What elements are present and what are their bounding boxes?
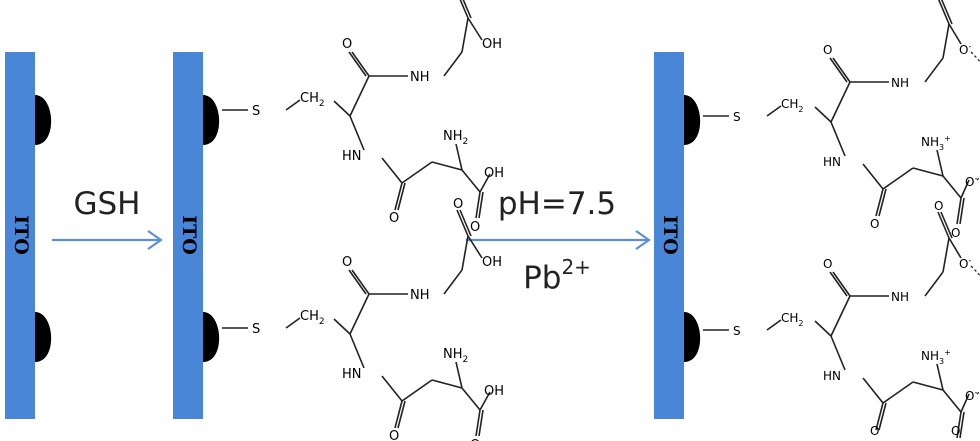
- pb-complex-bottom: S CH2 O NH O O- Pb2+ HN O NH3+ O O-: [702, 199, 980, 439]
- svg-text:O-: O-: [959, 256, 971, 271]
- svg-text:O-: O-: [965, 388, 977, 403]
- svg-text:O: O: [389, 211, 399, 226]
- pb-complex-top: S CH2 O NH O O- Pb2+ HN O NH3+ O O-: [702, 0, 980, 240]
- svg-text:CH2: CH2: [781, 97, 804, 114]
- ito-electrode-3: [654, 52, 684, 419]
- svg-text:O: O: [870, 217, 879, 231]
- svg-text:NH3+: NH3+: [921, 134, 951, 152]
- svg-text:OH: OH: [482, 255, 502, 270]
- nanoparticle-bead: [35, 312, 52, 362]
- ito-electrode-2: [173, 52, 203, 419]
- svg-text:S: S: [733, 324, 741, 338]
- svg-text:O: O: [453, 197, 463, 212]
- arrow-gsh: [52, 230, 163, 250]
- nanoparticle-bead: [203, 95, 220, 145]
- svg-text:O: O: [470, 438, 480, 441]
- nanoparticle-bead: [684, 95, 701, 145]
- svg-text:NH: NH: [891, 76, 909, 90]
- svg-text:NH: NH: [410, 288, 430, 303]
- svg-text:O: O: [951, 226, 960, 240]
- lead-ion-label: Pb2+: [523, 255, 591, 296]
- svg-text:HN: HN: [823, 155, 841, 169]
- svg-text:HN: HN: [342, 149, 362, 164]
- svg-text:O-: O-: [965, 174, 977, 189]
- svg-text:CH2: CH2: [781, 311, 804, 328]
- nanoparticle-bead: [684, 312, 701, 362]
- svg-text:NH2: NH2: [443, 129, 468, 147]
- nanoparticle-bead: [35, 95, 52, 145]
- gsh-molecule-top: S CH2 O NH O OH HN O NH2 O OH: [221, 0, 504, 235]
- svg-text:CH2: CH2: [300, 309, 325, 327]
- svg-text:O: O: [470, 220, 480, 235]
- svg-text:HN: HN: [823, 369, 841, 383]
- ito-electrode-1: [5, 52, 35, 419]
- svg-text:NH3+: NH3+: [921, 348, 951, 366]
- svg-text:O: O: [342, 255, 352, 270]
- gsh-molecule-bottom: S CH2 O NH O OH HN O NH2 O OH: [221, 197, 504, 441]
- svg-text:NH: NH: [410, 70, 430, 85]
- svg-text:O: O: [951, 424, 960, 438]
- svg-text:O: O: [823, 257, 832, 271]
- svg-text:OH: OH: [484, 384, 504, 399]
- svg-text:S: S: [252, 322, 260, 337]
- svg-text:O: O: [870, 424, 879, 438]
- svg-text:NH2: NH2: [443, 347, 468, 365]
- svg-text:S: S: [252, 104, 260, 119]
- ito-label-1: ITO: [10, 215, 32, 255]
- svg-text:O: O: [342, 37, 352, 52]
- svg-text:NH: NH: [891, 290, 909, 304]
- svg-text:HN: HN: [342, 367, 362, 382]
- svg-text:O: O: [389, 429, 399, 441]
- arrow-pb: [466, 230, 651, 250]
- svg-text:CH2: CH2: [300, 91, 325, 109]
- ito-label-2: ITO: [178, 215, 200, 255]
- svg-text:O: O: [934, 199, 943, 213]
- svg-text:O-: O-: [959, 42, 971, 57]
- svg-text:S: S: [733, 110, 741, 124]
- svg-text:OH: OH: [484, 166, 504, 181]
- ito-label-3: ITO: [659, 215, 681, 255]
- svg-text:OH: OH: [482, 37, 502, 52]
- ph-condition-label: pH=7.5: [498, 186, 616, 222]
- nanoparticle-bead: [203, 312, 220, 362]
- svg-text:O: O: [823, 43, 832, 57]
- reagent-label: GSH: [73, 186, 140, 222]
